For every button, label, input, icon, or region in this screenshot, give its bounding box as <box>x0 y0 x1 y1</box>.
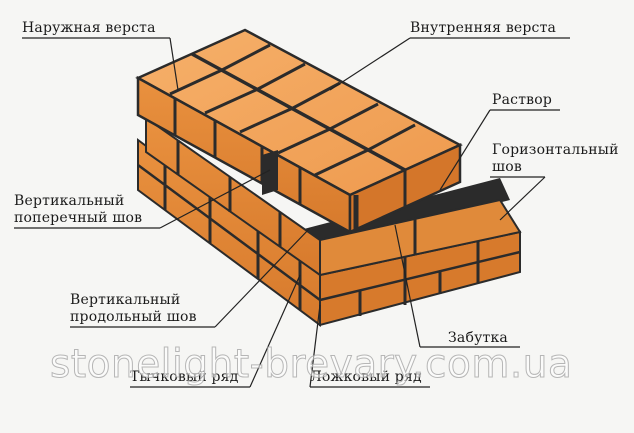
label-text: Забутка <box>448 330 508 346</box>
label-text-line2: продольный шов <box>70 309 197 325</box>
middle-course <box>145 116 522 277</box>
label-vertical-cross-joint: Вертикальный поперечный шов <box>14 193 142 227</box>
label-mortar: Раствор <box>492 92 552 109</box>
label-text: Раствор <box>492 92 553 108</box>
label-horizontal-joint: Горизонтальный шов <box>492 142 619 176</box>
leader-lines <box>14 37 570 388</box>
label-text-line1: Вертикальный <box>14 193 125 209</box>
label-text-line1: Вертикальный <box>70 292 181 308</box>
label-rubble-fill: Забутка <box>448 330 508 347</box>
watermark-text: stonelight-brevary.com.ua <box>49 342 573 388</box>
label-text: Тычковый ряд <box>130 369 239 385</box>
label-text-line2: шов <box>492 159 522 175</box>
label-vertical-long-joint: Вертикальный продольный шов <box>70 292 197 326</box>
label-header-row: Тычковый ряд <box>130 369 239 386</box>
label-text: Внутренняя верста <box>410 20 557 36</box>
label-text: Ложковый ряд <box>310 369 422 385</box>
label-text: Наружная верста <box>22 20 156 36</box>
label-stretcher-row: Ложковый ряд <box>310 369 422 386</box>
label-text-line2: поперечный шов <box>14 210 143 226</box>
label-inner-course: Внутренняя верста <box>410 20 556 37</box>
top-course <box>135 28 463 235</box>
label-text-line1: Горизонтальный <box>492 142 619 158</box>
label-outer-course: Наружная верста <box>22 20 156 37</box>
